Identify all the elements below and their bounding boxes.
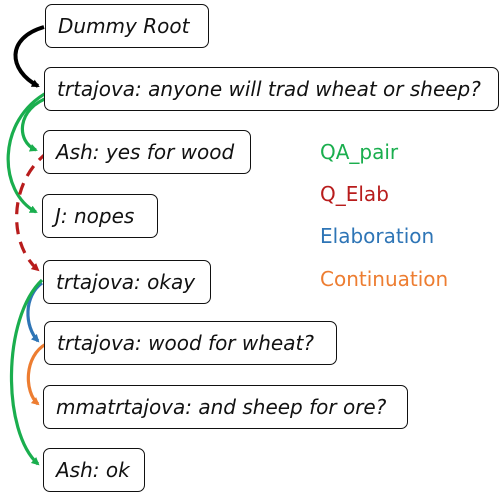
legend-q-elab: Q_Elab (320, 182, 389, 206)
edge-n5-to-n6 (26, 342, 47, 406)
edge-n4-to-n7 (9, 278, 44, 466)
legend-continuation: Continuation (320, 267, 449, 291)
node-dummy-root: Dummy Root (45, 4, 209, 48)
edge-root-to-n1 (13, 25, 45, 88)
legend-qa-pair: QA_pair (320, 140, 399, 164)
node-n2: Ash: yes for wood (43, 130, 251, 174)
edge-n4-to-n5 (26, 281, 44, 343)
edge-n1-to-n2 (20, 95, 51, 152)
node-n5: trtajova: wood for wheat? (44, 321, 337, 365)
node-n3: J: nopes (42, 194, 158, 238)
node-n1: trtajova: anyone will trad wheat or shee… (44, 67, 499, 111)
legend-elaboration: Elaboration (320, 224, 435, 248)
node-n7: Ash: ok (43, 448, 145, 492)
edge-n1-to-n3 (6, 90, 49, 214)
node-n6: mmatrtajova: and sheep for ore? (43, 385, 408, 429)
node-n4: trtajova: okay (43, 260, 211, 304)
edge-n2-to-n4 (15, 150, 49, 272)
